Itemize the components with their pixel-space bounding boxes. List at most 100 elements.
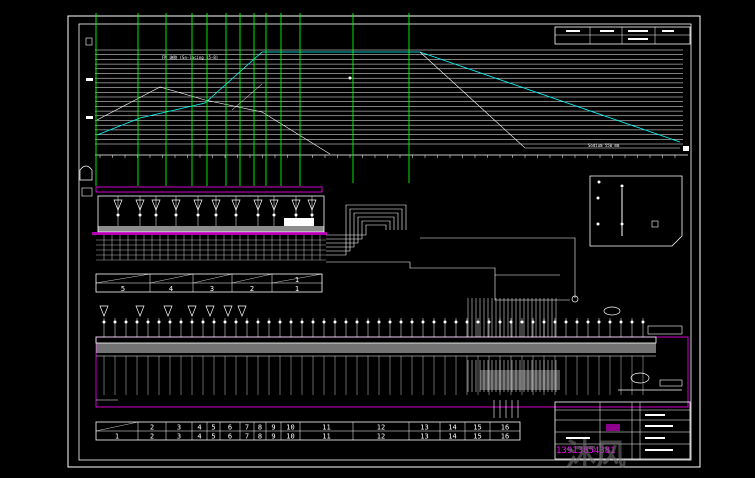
stage-label: 3 — [210, 285, 214, 293]
feed-valve — [102, 320, 106, 324]
station-number-bottom: 15 — [473, 433, 481, 441]
station-number-top: 16 — [501, 424, 509, 432]
stage-label: 1 — [295, 276, 299, 284]
feed-valve — [322, 320, 326, 324]
station-number-top: 9 — [271, 424, 275, 432]
stage-label: 4 — [169, 285, 173, 293]
feed-valve — [245, 320, 249, 324]
feed-valve — [586, 320, 590, 324]
burner-node — [272, 213, 276, 217]
burner-node — [214, 213, 218, 217]
station-number-top: 3 — [177, 424, 181, 432]
feed-valve — [201, 320, 205, 324]
pipe-run — [494, 275, 570, 301]
profile-end-marker — [683, 146, 689, 151]
feed-valve — [234, 320, 238, 324]
station-number-bottom: 2 — [150, 433, 154, 441]
pipe-run — [326, 220, 391, 240]
station-number-top: 14 — [448, 424, 456, 432]
burner-node — [294, 213, 298, 217]
feed-valve — [223, 320, 227, 324]
station-number-bottom: 6 — [228, 433, 232, 441]
pipe-run — [326, 261, 560, 276]
feed-valve — [520, 320, 524, 324]
station-number-bottom: 5 — [211, 433, 215, 441]
feed-valve — [289, 320, 293, 324]
scale-note: Sodium 550 mm — [588, 143, 620, 148]
spray-symbol — [99, 305, 109, 317]
profile-curve-branch — [231, 83, 263, 111]
burner-node — [196, 213, 200, 217]
feed-valve — [146, 320, 150, 324]
feed-valve — [179, 320, 183, 324]
feed-valve — [113, 320, 117, 324]
feed-valve — [377, 320, 381, 324]
spray-symbol — [237, 305, 247, 317]
station-number-bottom: 14 — [448, 433, 456, 441]
main-line-top — [95, 336, 657, 344]
spray-symbol — [187, 305, 197, 317]
feed-valve — [267, 320, 271, 324]
profile-marker — [348, 76, 352, 80]
profile-corner-symbol — [85, 37, 93, 46]
spray-symbol — [223, 305, 233, 317]
manifold-block — [480, 370, 560, 390]
burner-node — [256, 213, 260, 217]
station-number-top: 11 — [322, 424, 330, 432]
station-number-top: 12 — [377, 424, 385, 432]
stage-table-diag — [231, 273, 273, 284]
upper-header-bar — [95, 186, 323, 193]
feed-valve — [630, 320, 634, 324]
feed-valve — [157, 320, 161, 324]
feed-valve — [454, 320, 458, 324]
temperature-profile-chart — [85, 37, 689, 158]
station-number-top: 5 — [211, 424, 215, 432]
feed-valve — [399, 320, 403, 324]
profile-label-block — [86, 116, 93, 119]
roller-band — [98, 226, 324, 232]
profile-curve-secondary — [96, 86, 331, 155]
burner-node — [116, 213, 120, 217]
pipe-run — [326, 212, 399, 248]
station-number-bottom: 1 — [115, 433, 119, 441]
feed-valve — [432, 320, 436, 324]
station-number-bottom: 10 — [286, 433, 294, 441]
station-number-top: 4 — [197, 424, 201, 432]
outer-frame — [67, 15, 701, 468]
feed-valve — [344, 320, 348, 324]
station-number-top: 6 — [228, 424, 232, 432]
stage-table-diag — [192, 273, 233, 284]
lower-header-bar — [92, 232, 327, 235]
pipe-run — [420, 237, 576, 298]
feed-valve — [135, 320, 139, 324]
station-number-bottom: 7 — [245, 433, 249, 441]
lower-process-schematic — [95, 298, 689, 418]
station-number-bottom: 12 — [377, 433, 385, 441]
feed-valve — [311, 320, 315, 324]
top-title-block — [554, 26, 691, 45]
feed-valve — [410, 320, 414, 324]
feed-valve — [256, 320, 260, 324]
station-number-top: 13 — [420, 424, 428, 432]
detail-view-box — [589, 175, 683, 247]
feed-valve — [355, 320, 359, 324]
station-number-bottom: 9 — [271, 433, 275, 441]
profile-label-block — [86, 78, 93, 81]
station-number-top: 2 — [150, 424, 154, 432]
tank-right — [647, 325, 683, 335]
spray-symbol — [135, 305, 145, 317]
stage-table-diag — [95, 273, 151, 284]
station-number-bottom: 4 — [197, 433, 201, 441]
feed-valve — [619, 320, 623, 324]
pipe-run — [326, 204, 407, 256]
pipe-run — [326, 224, 387, 236]
burner-node — [138, 213, 142, 217]
pipe-run — [326, 208, 403, 252]
pump-bottom-right — [630, 372, 650, 384]
connecting-piping — [326, 204, 579, 303]
feed-valve — [443, 320, 447, 324]
station-number-table: 1223344556677889910101111121213131414151… — [95, 421, 521, 441]
feed-valve — [421, 320, 425, 324]
feed-valve — [366, 320, 370, 324]
